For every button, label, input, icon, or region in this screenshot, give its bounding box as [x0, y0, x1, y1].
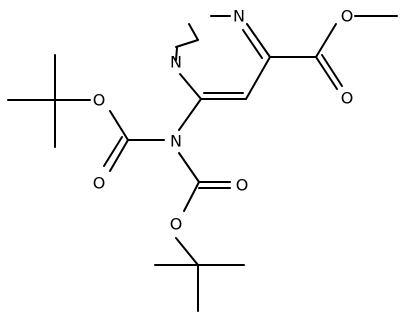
- methyl-ester-group: [269, 15, 398, 90]
- atom-n-top: N: [233, 7, 245, 26]
- amine-bonds: [127, 98, 202, 183]
- boc-group-left: [7, 54, 129, 172]
- pyrimidine-ring: [175, 15, 271, 100]
- atom-o-ester-double: O: [341, 89, 354, 108]
- atom-o-boc1-single: O: [93, 91, 106, 110]
- atom-n-amine: N: [170, 132, 182, 151]
- atom-o-ester-single: O: [341, 7, 354, 26]
- boc-group-bottom: [154, 181, 245, 312]
- atom-o-boc1-double: O: [93, 174, 106, 193]
- atom-o-boc2-single: O: [170, 215, 183, 234]
- atom-o-boc2-double: O: [236, 176, 249, 195]
- atom-n-left: N: [170, 53, 182, 72]
